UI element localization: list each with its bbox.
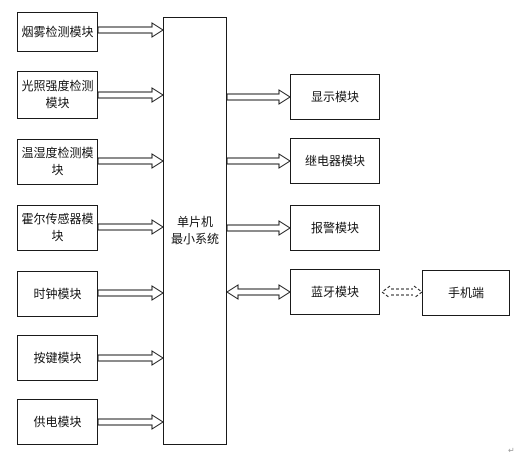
mcu-label-line2: 最小系统 bbox=[170, 232, 219, 246]
arrow-hall-to-mcu bbox=[97, 219, 164, 235]
mcu-minimum-system: 单片机 最小系统 bbox=[163, 17, 227, 445]
arrow-mcu-bluetooth-bidirectional bbox=[226, 284, 291, 300]
clock-module: 时钟模块 bbox=[17, 271, 98, 317]
mcu-label-line1: 单片机 bbox=[176, 215, 213, 229]
arrow-light-to-mcu bbox=[97, 87, 164, 103]
light-intensity-module: 光照强度检测模块 bbox=[17, 71, 98, 119]
module-label: 报警模块 bbox=[310, 220, 359, 235]
smoke-detection-module: 烟雾检测模块 bbox=[17, 12, 98, 52]
hall-sensor-module: 霍尔传感器模块 bbox=[17, 205, 98, 251]
module-label: 温湿度检测模块 bbox=[21, 146, 94, 177]
arrow-power-to-mcu bbox=[97, 414, 164, 430]
module-label: 烟雾检测模块 bbox=[21, 24, 94, 39]
temp-humidity-module: 温湿度检测模块 bbox=[17, 139, 98, 185]
module-label: 继电器模块 bbox=[304, 153, 365, 168]
relay-module: 继电器模块 bbox=[290, 138, 380, 184]
module-label: 光照强度检测模块 bbox=[21, 79, 94, 110]
phone-terminal: 手机端 bbox=[422, 270, 510, 316]
arrow-keys-to-mcu bbox=[97, 350, 164, 366]
arrow-mcu-to-alarm bbox=[226, 220, 291, 236]
module-label: 蓝牙模块 bbox=[310, 284, 359, 299]
power-supply-module: 供电模块 bbox=[17, 399, 98, 445]
arrow-mcu-to-display bbox=[226, 89, 291, 105]
arrow-mcu-to-relay bbox=[226, 153, 291, 169]
alarm-module: 报警模块 bbox=[290, 205, 380, 251]
bluetooth-module: 蓝牙模块 bbox=[290, 269, 380, 315]
module-label: 手机端 bbox=[447, 285, 484, 300]
arrow-clock-to-mcu bbox=[97, 285, 164, 301]
arrow-smoke-to-mcu bbox=[97, 22, 164, 38]
module-label: 按键模块 bbox=[33, 350, 82, 365]
module-label: 显示模块 bbox=[310, 89, 359, 104]
module-label: 时钟模块 bbox=[33, 286, 82, 301]
paragraph-mark: ↵ bbox=[508, 446, 515, 455]
arrow-bluetooth-phone-wireless bbox=[381, 285, 423, 299]
key-module: 按键模块 bbox=[17, 335, 98, 381]
arrow-temp-humidity-to-mcu bbox=[97, 153, 164, 169]
module-label: 供电模块 bbox=[33, 414, 82, 429]
display-module: 显示模块 bbox=[290, 74, 380, 120]
module-label: 霍尔传感器模块 bbox=[21, 212, 94, 243]
